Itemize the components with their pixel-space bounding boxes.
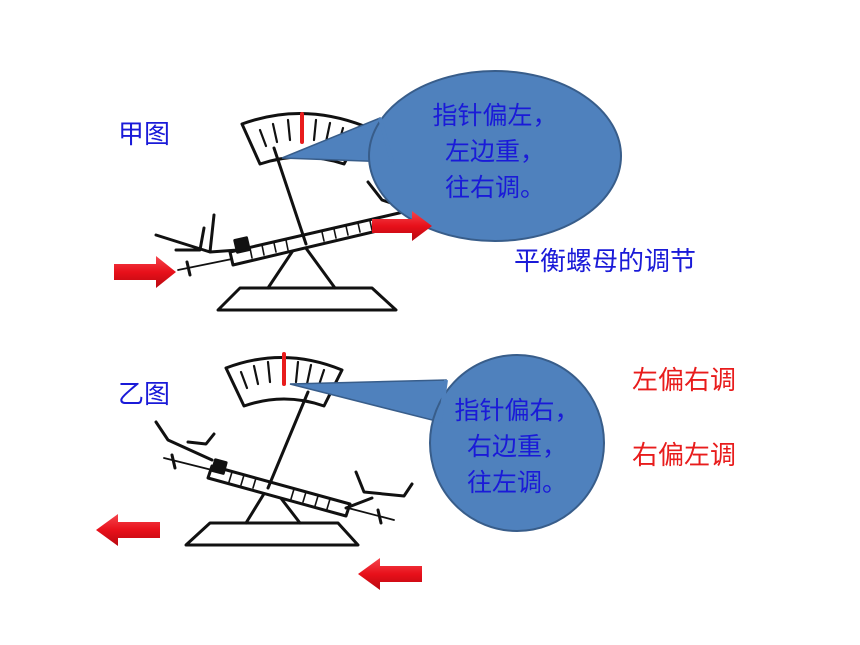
bubble-a-line: 左边重， xyxy=(444,137,545,166)
arrow-b-lower xyxy=(358,558,422,590)
arrow-a-left xyxy=(114,256,176,288)
figure-a-label: 甲图 xyxy=(118,120,171,150)
bubble-b-text: 指针偏右， 右边重， 往左调。 xyxy=(407,393,627,501)
balance-b-left-pan xyxy=(154,420,216,462)
balance-b-rod-nut-right xyxy=(376,508,383,525)
bubble-a-body xyxy=(368,70,622,242)
bubble-a-text: 指针偏左， 左边重， 往右调。 xyxy=(385,98,605,206)
figure-b-label: 乙图 xyxy=(118,380,171,410)
balance-b-beam-ticks xyxy=(228,471,331,510)
bubble-b-body xyxy=(429,354,605,532)
balance-a-base xyxy=(216,286,398,312)
bubble-a-line: 指针偏左， xyxy=(432,101,558,130)
arrow-a-right xyxy=(372,211,432,241)
rule-left-deviation: 左偏右调 xyxy=(632,366,737,396)
balance-b-rider xyxy=(211,458,228,475)
bubble-b xyxy=(289,354,605,532)
balance-a-rod-nut xyxy=(185,260,192,277)
balance-a-beam-ticks xyxy=(249,220,373,259)
bubble-b-line: 指针偏右， xyxy=(454,396,580,425)
rule-right-deviation: 右偏左调 xyxy=(632,441,737,471)
bubble-a-line: 往右调。 xyxy=(444,173,545,202)
balance-b-dial-ticks xyxy=(239,360,326,390)
bubble-b-line: 往左调。 xyxy=(466,468,567,497)
balance-a-dial-ticks xyxy=(258,118,357,152)
balance-b-base xyxy=(184,521,360,547)
balance-b-beam xyxy=(206,464,352,518)
subtitle: 平衡螺母的调节 xyxy=(514,247,697,277)
bubble-b-line: 右边重， xyxy=(466,432,567,461)
balance-a-left-pan xyxy=(154,213,240,254)
balance-a-needle xyxy=(272,146,308,246)
bubble-a xyxy=(281,70,622,242)
balance-b-rod-nut-left xyxy=(170,453,177,470)
balance-b-right-pan xyxy=(344,470,414,510)
balance-b xyxy=(154,352,414,547)
balance-b-needle xyxy=(266,390,310,490)
arrow-b-upper xyxy=(96,514,160,546)
